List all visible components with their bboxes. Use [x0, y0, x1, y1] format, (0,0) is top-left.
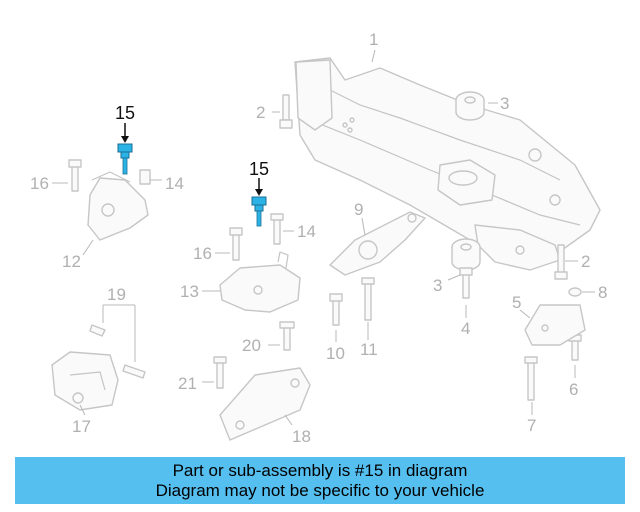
banner-line-part: Part or sub-assembly is #15 in diagram	[172, 461, 468, 480]
callout-13: 13	[180, 282, 199, 301]
callout-19: 19	[107, 285, 126, 304]
callout-18: 18	[292, 427, 311, 446]
callout-3: 3	[500, 94, 509, 113]
callout-6: 6	[569, 380, 578, 399]
callout-17: 17	[72, 417, 91, 436]
callout-16b: 16	[193, 244, 212, 263]
callout-2b: 2	[581, 252, 590, 271]
banner-line-disclaimer: Diagram may not be specific to your vehi…	[155, 481, 485, 500]
mount-17	[51, 351, 119, 411]
callout-14b: 14	[297, 222, 316, 241]
subframe-part	[294, 57, 601, 271]
callout-16: 16	[30, 174, 49, 193]
callout-12: 12	[62, 252, 81, 271]
callout-20: 20	[242, 336, 261, 355]
callout-11: 11	[360, 340, 378, 359]
callout-5: 5	[512, 293, 521, 312]
parts-diagram: 1 2 3 16 14 12 9 14 16 13 2 3 8 5 4 6 19…	[30, 30, 607, 446]
bracket-5	[524, 304, 586, 346]
link-9	[329, 211, 426, 276]
part-15-highlight-right[interactable]	[251, 178, 267, 227]
callout-9: 9	[354, 200, 363, 219]
callout-7: 7	[527, 416, 536, 435]
callout-labels: 1 2 3 16 14 12 9 14 16 13 2 3 8 5 4 6 19…	[30, 30, 607, 446]
callout-15-right: 15	[249, 159, 269, 179]
callout-21: 21	[178, 374, 197, 393]
bolts	[68, 94, 582, 401]
leader-lines	[52, 49, 595, 426]
callout-14: 14	[165, 174, 184, 193]
callout-3b: 3	[433, 276, 442, 295]
callout-8: 8	[598, 283, 607, 302]
plate-18	[219, 367, 311, 441]
info-banner: Part or sub-assembly is #15 in diagram D…	[15, 457, 625, 504]
callout-15-left: 15	[115, 103, 135, 123]
callout-10: 10	[326, 344, 345, 363]
callout-1: 1	[369, 30, 378, 49]
callout-4: 4	[461, 319, 470, 338]
mount-12	[87, 171, 149, 241]
bracket-13	[219, 251, 301, 313]
part-15-highlight-left[interactable]	[117, 123, 133, 175]
callout-2: 2	[256, 103, 265, 122]
